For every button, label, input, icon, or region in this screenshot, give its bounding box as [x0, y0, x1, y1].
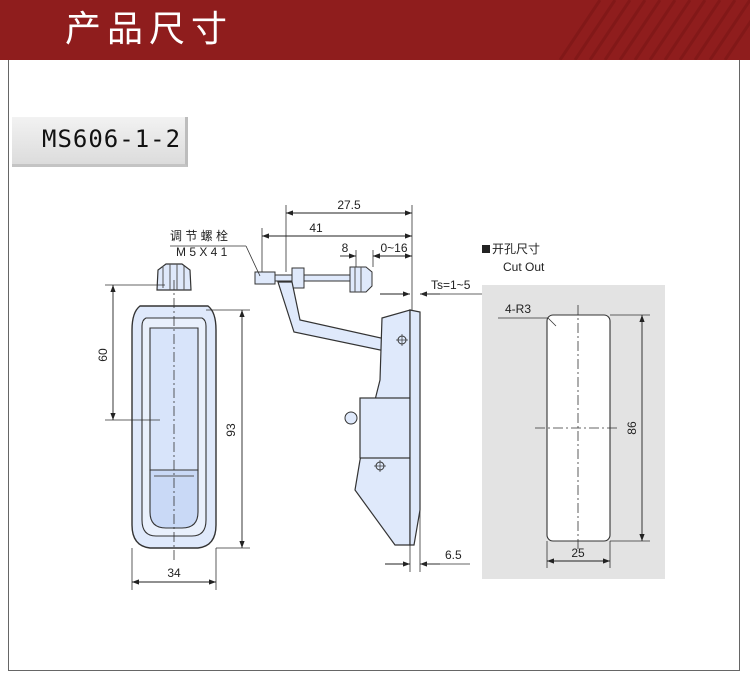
- side-view: 27.5 41 8 0~16 Ts=1~5 6.5 调 节 螺 栓 M 5 X …: [170, 198, 492, 572]
- dim-overall-reach: 27.5: [337, 198, 361, 212]
- header-stripes: [558, 0, 750, 60]
- dim-grip-height: 60: [96, 348, 110, 362]
- dim-cutout-height: 86: [625, 421, 639, 435]
- header-band: 产品尺寸: [0, 0, 750, 60]
- model-number: MS606-1-2: [42, 125, 182, 153]
- dim-panel-thickness: Ts=1~5: [431, 278, 471, 292]
- dim-bolt-reach: 41: [309, 221, 323, 235]
- dim-body-height: 93: [224, 423, 238, 437]
- front-knob: [156, 263, 192, 291]
- label-adjusting-screw: 调 节 螺 栓: [170, 228, 228, 243]
- content-frame: [8, 60, 740, 671]
- dim-body-width: 34: [167, 566, 181, 580]
- dim-adjust-range: 0~16: [380, 241, 407, 255]
- dim-hook-depth: 6.5: [445, 548, 462, 562]
- page-title: 产品尺寸: [65, 9, 234, 50]
- label-cutout-en: Cut Out: [503, 260, 545, 274]
- legend-square-icon: [482, 245, 490, 253]
- model-tab: MS606-1-2: [12, 117, 188, 167]
- label-screw-spec: M 5 X 4 1: [176, 245, 228, 259]
- front-view: 60 93 34: [96, 263, 250, 590]
- dim-hook-offset: 8: [342, 241, 349, 255]
- label-cutout-cn: 开孔尺寸: [492, 242, 540, 256]
- cutout-view: 开孔尺寸 Cut Out 4-R3 86 25: [482, 242, 665, 579]
- label-corner-radius: 4-R3: [505, 302, 531, 316]
- dim-cutout-width: 25: [571, 546, 585, 560]
